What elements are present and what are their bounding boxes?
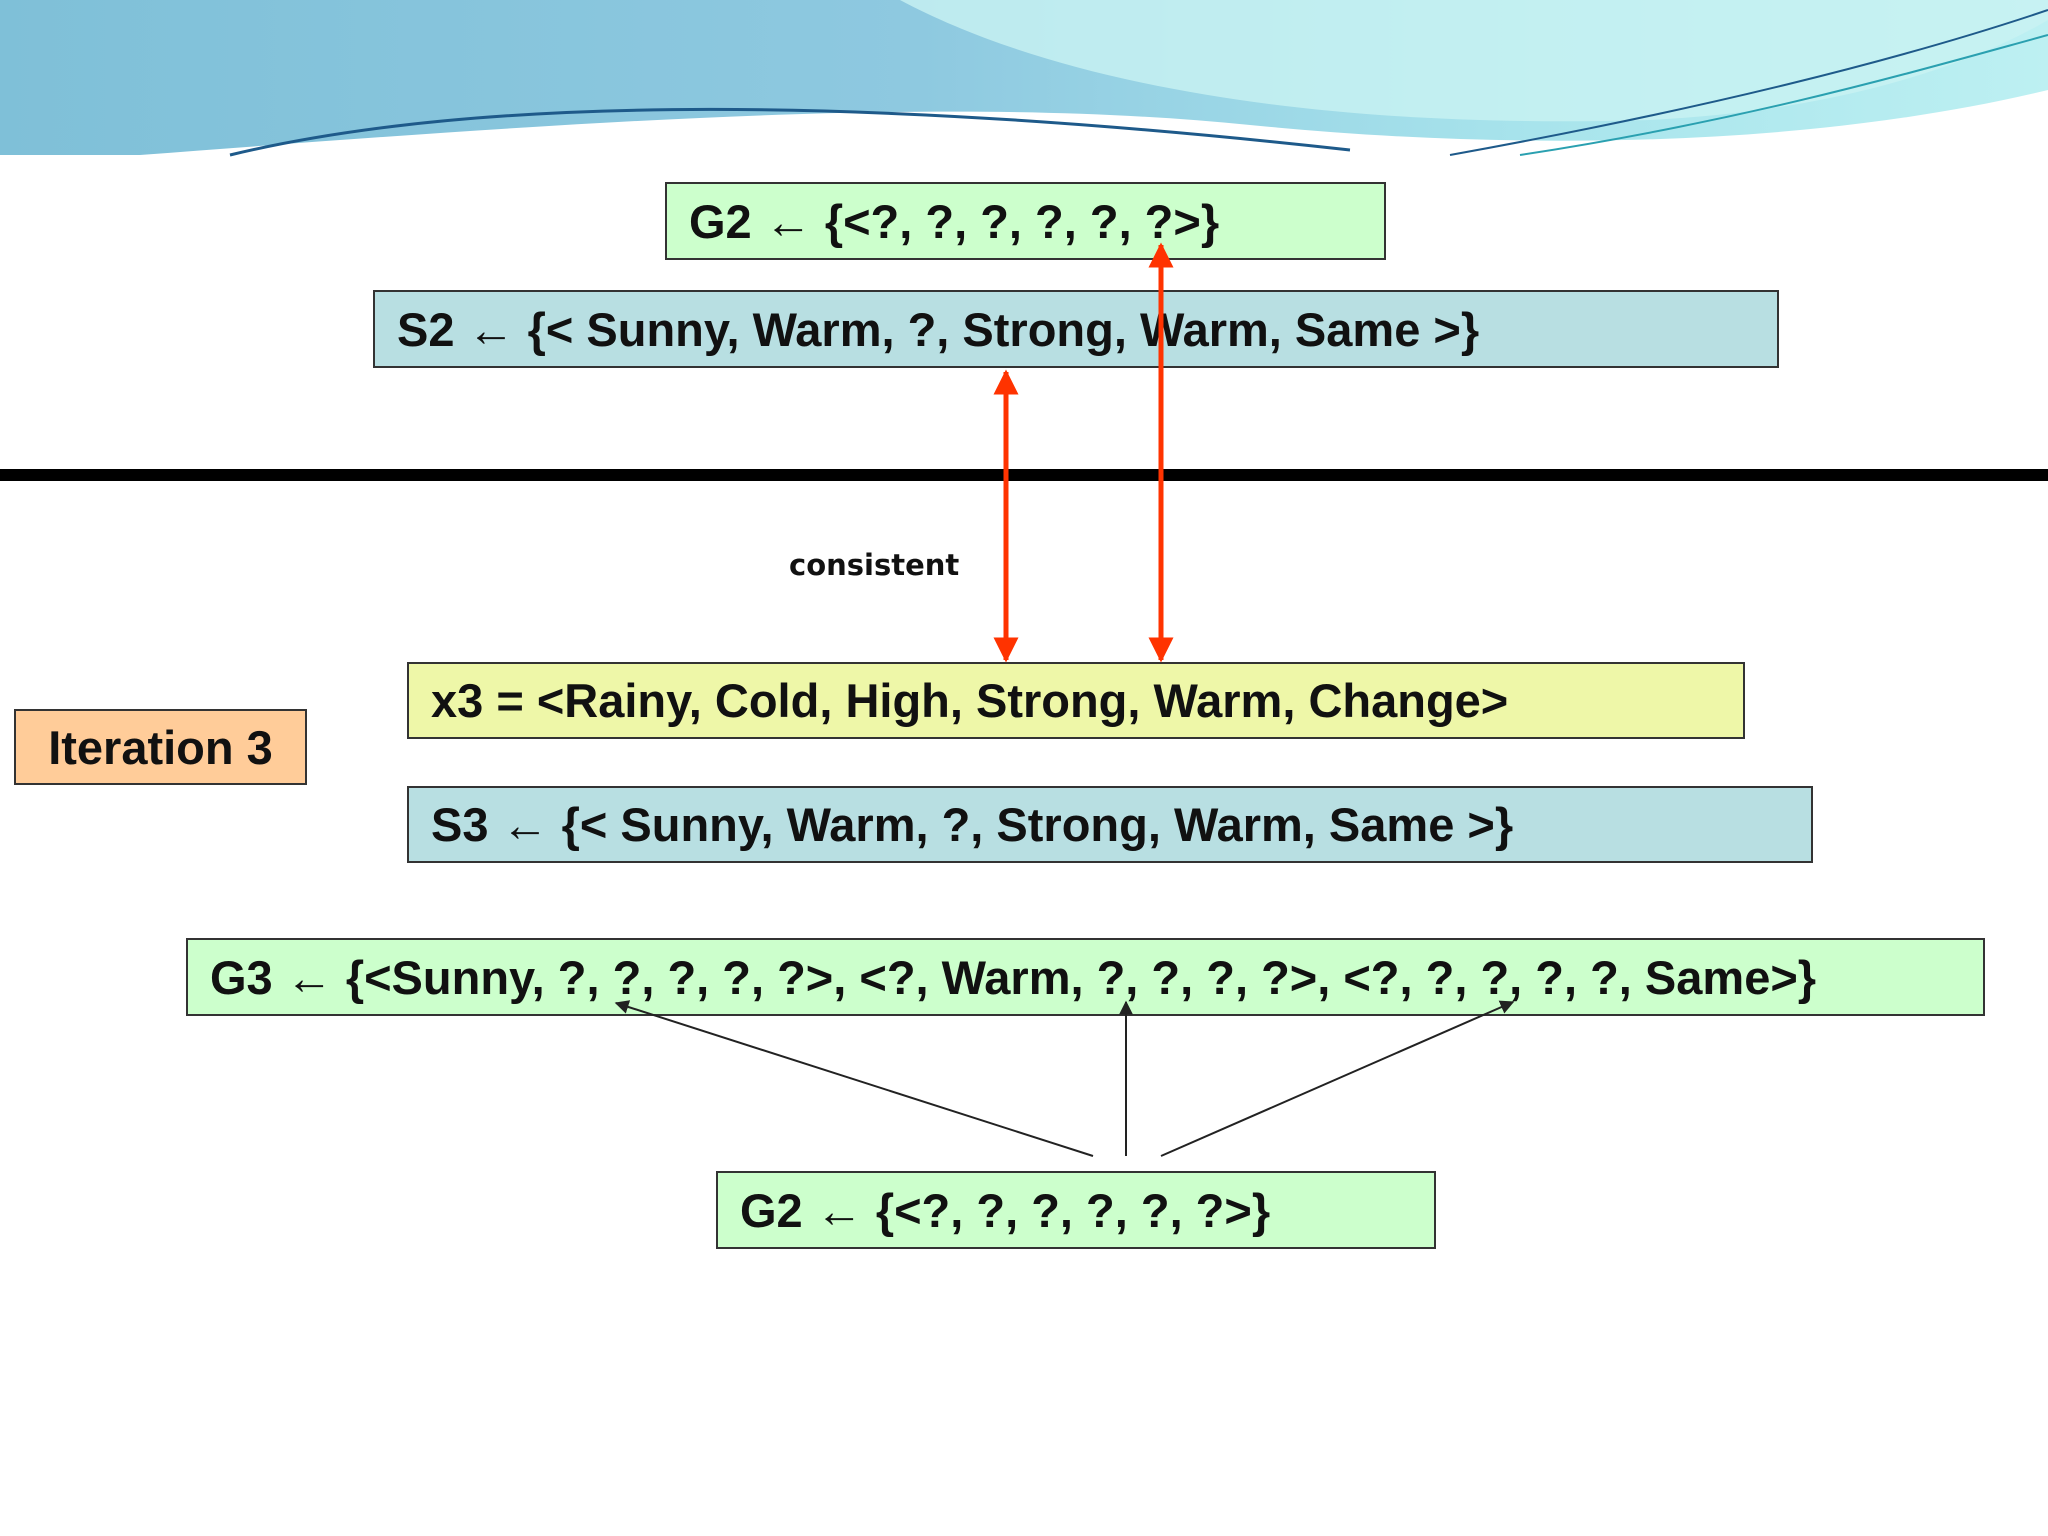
s2-text: S2 ← {< Sunny, Warm, ?, Strong, Warm, Sa… xyxy=(397,302,1480,356)
generalization-arrow-left xyxy=(614,1000,1094,1157)
s3-text: S3 ← {< Sunny, Warm, ?, Strong, Warm, Sa… xyxy=(431,798,1514,851)
g3-box: G3 ← {<Sunny, ?, ?, ?, ?, ?>, <?, Warm, … xyxy=(186,938,1985,1016)
generalization-arrow-right xyxy=(1160,1000,1515,1157)
g2-bottom-box: G2 ← {<?, ?, ?, ?, ?, ?>} xyxy=(716,1171,1436,1249)
s3-box: S3 ← {< Sunny, Warm, ?, Strong, Warm, Sa… xyxy=(407,786,1813,863)
g2-top-text: G2 ← {<?, ?, ?, ?, ?, ?>} xyxy=(689,194,1220,248)
header-banner xyxy=(0,0,2048,160)
g2-top-box: G2 ← {<?, ?, ?, ?, ?, ?>} xyxy=(665,182,1386,260)
iteration-label: Iteration 3 xyxy=(48,720,273,774)
s2-box: S2 ← {< Sunny, Warm, ?, Strong, Warm, Sa… xyxy=(373,290,1779,368)
g2-bottom-text: G2 ← {<?, ?, ?, ?, ?, ?>} xyxy=(740,1183,1271,1237)
g3-text: G3 ← {<Sunny, ?, ?, ?, ?, ?>, <?, Warm, … xyxy=(210,950,1817,1004)
consistent-label: consistent xyxy=(789,548,960,582)
x3-box: x3 = <Rainy, Cold, High, Strong, Warm, C… xyxy=(407,662,1745,739)
divider-line xyxy=(0,469,2048,481)
x3-text: x3 = <Rainy, Cold, High, Strong, Warm, C… xyxy=(431,674,1509,727)
iteration-box: Iteration 3 xyxy=(14,709,307,785)
